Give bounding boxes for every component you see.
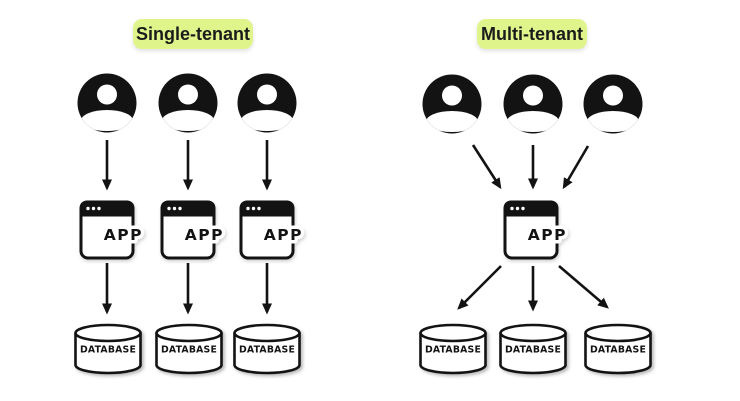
- user-avatar-icon: [159, 74, 218, 133]
- arrow-user3-to-shared-app: [562, 145, 590, 190]
- arrow-shared-app-to-db1: [457, 265, 502, 310]
- database-label: DATABASE: [161, 345, 217, 356]
- app-window-icon: APP: [239, 200, 305, 260]
- highlight-pill: [477, 19, 587, 49]
- multi-tenant-title: Multi-tenant: [481, 24, 583, 44]
- app-label: APP: [528, 226, 567, 244]
- app-label: APP: [104, 226, 143, 244]
- database-label: DATABASE: [590, 345, 646, 356]
- database-label: DATABASE: [239, 345, 295, 356]
- app-label: APP: [264, 226, 303, 244]
- database-cylinder-icon: DATABASE: [233, 323, 301, 375]
- database-cylinder-icon: DATABASE: [155, 323, 223, 375]
- multi-tenant-panel: Multi-tenant APP DATABASE DATABASE DATAB…: [419, 19, 652, 375]
- single-tenant-panel: Single-tenant APP APP APP DATABASE: [74, 19, 305, 375]
- single-tenant-title-badge: Single-tenant: [133, 19, 253, 49]
- user-avatar-icon: [584, 75, 643, 134]
- user-avatar-icon: [78, 74, 137, 133]
- arrow-user1-to-shared-app: [471, 144, 502, 190]
- database-label: DATABASE: [425, 345, 481, 356]
- highlight-pill: [133, 19, 253, 49]
- database-label: DATABASE: [505, 345, 561, 356]
- single-tenant-title: Single-tenant: [136, 24, 250, 44]
- app-window-icon: APP: [503, 200, 569, 260]
- database-cylinder-icon: DATABASE: [584, 323, 652, 375]
- database-cylinder-icon: DATABASE: [419, 323, 487, 375]
- arrow-shared-app-to-db3: [558, 265, 609, 309]
- user-avatar-icon: [423, 75, 482, 134]
- user-avatar-icon: [504, 75, 563, 134]
- multi-tenant-title-badge: Multi-tenant: [477, 19, 587, 49]
- app-window-icon: APP: [79, 200, 145, 260]
- user-avatar-icon: [238, 74, 297, 133]
- database-cylinder-icon: DATABASE: [499, 323, 567, 375]
- database-cylinder-icon: DATABASE: [74, 323, 142, 375]
- app-window-icon: APP: [160, 200, 226, 260]
- database-label: DATABASE: [80, 345, 136, 356]
- app-label: APP: [185, 226, 224, 244]
